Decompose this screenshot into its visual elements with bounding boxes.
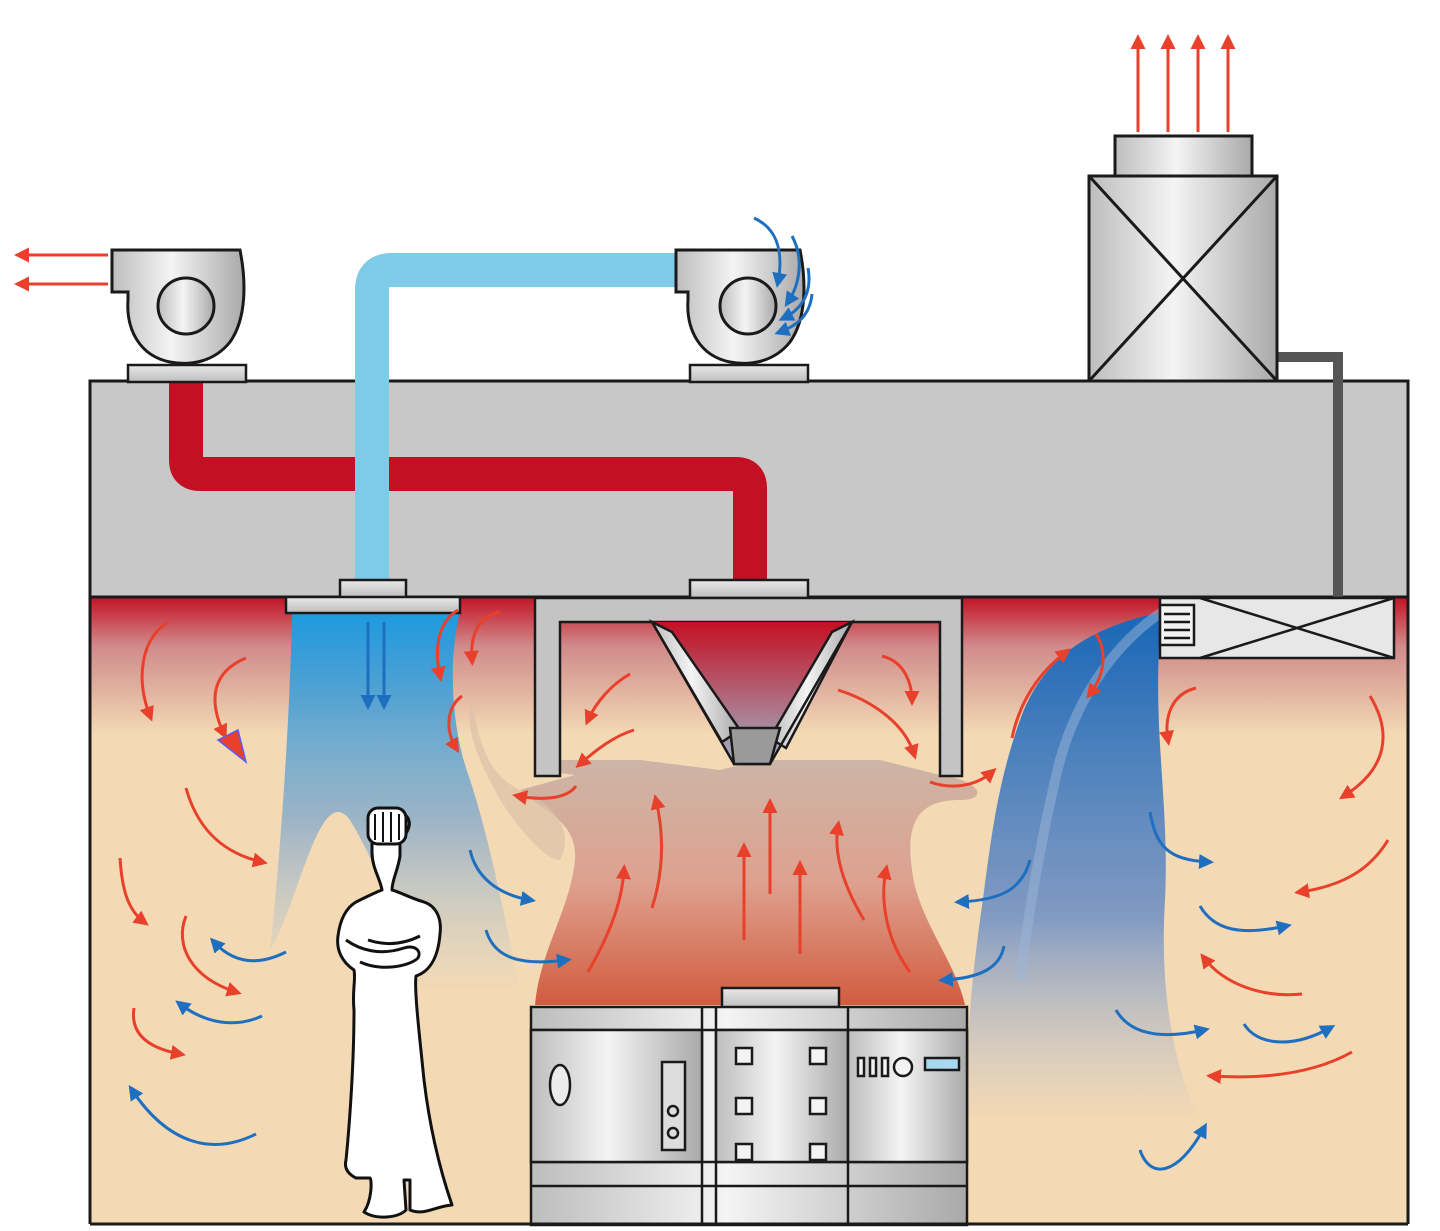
supply-air-jet — [270, 612, 520, 990]
supply-fan-base — [688, 363, 810, 384]
oven-window — [548, 1063, 572, 1107]
range-control-panel — [846, 1028, 969, 1164]
hot-air-flow-arrows — [118, 608, 1390, 1085]
diffuser-arrows — [360, 622, 392, 710]
supply-intake-arrows — [753, 216, 814, 336]
refrigerant-line — [1276, 352, 1343, 600]
hot-air-swirl-left — [469, 700, 566, 860]
exhaust-fan-base — [126, 363, 248, 384]
grease-trough — [728, 726, 782, 766]
supply-duct — [355, 253, 690, 582]
exhaust-fan-icon — [110, 248, 246, 365]
range-top-plate — [720, 986, 841, 1010]
control-display — [923, 1056, 961, 1072]
exhaust-collar — [688, 578, 810, 600]
edit-handle-marker — [216, 728, 248, 764]
exhaust-duct — [169, 382, 767, 582]
chef-silhouette-icon — [336, 806, 454, 1219]
exhaust-hood — [533, 596, 964, 778]
supply-collar — [338, 578, 408, 600]
makeup-air-jet — [967, 612, 1200, 1120]
supply-fan-icon — [674, 248, 806, 365]
chef-hat — [366, 806, 408, 846]
rooftop-unit-icon — [1087, 134, 1279, 383]
makeup-air-unit — [1158, 596, 1396, 660]
grease-filter-chamber — [652, 622, 852, 764]
rooftop-discharge-arrows — [1130, 34, 1236, 132]
cooking-range-icon — [529, 986, 969, 1227]
exhaust-discharge-arrows — [13, 247, 108, 292]
hot-air-plume — [520, 760, 978, 1005]
supply-diffuser — [284, 595, 462, 615]
chef-crossed-arms — [345, 934, 421, 969]
cool-air-flow-arrows — [128, 811, 1336, 1171]
makeup-air-jet-edge — [1015, 607, 1165, 981]
